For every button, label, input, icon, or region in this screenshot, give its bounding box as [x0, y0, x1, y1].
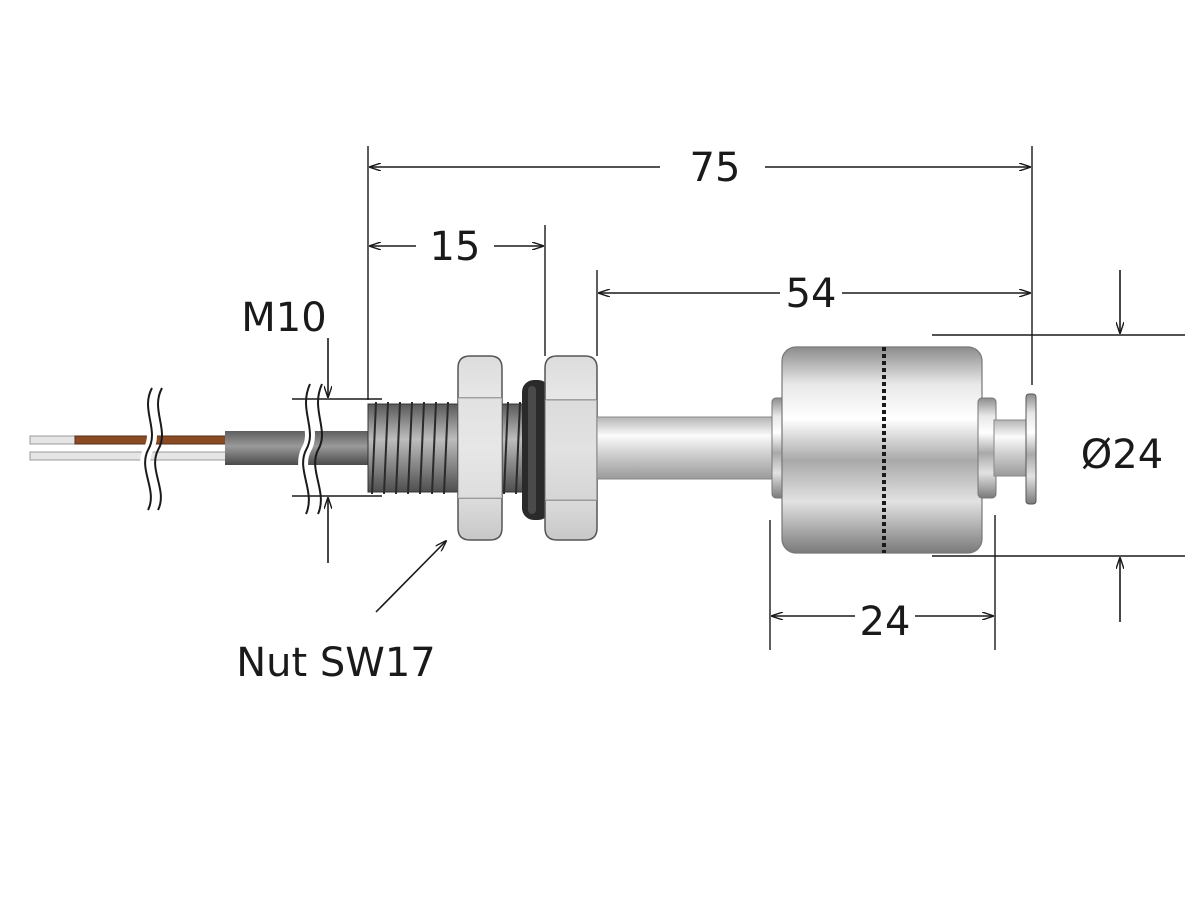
lead-wires: [29, 435, 231, 461]
dimension-15-label: 15: [430, 224, 481, 270]
hex-nut-rear: [544, 355, 598, 541]
dimension-diameter-24-label: Ø24: [1081, 432, 1163, 478]
white-wire: [29, 451, 231, 461]
stem-tube: [596, 416, 778, 480]
dimension-m10-label: M10: [241, 295, 326, 341]
threaded-body: [367, 401, 531, 495]
grey-wire-tip: [29, 435, 76, 445]
dimension-54-label: 54: [786, 271, 837, 317]
dimension-75: 75: [367, 145, 1033, 400]
callout-nut-label: Nut SW17: [236, 640, 436, 686]
dimension-24-length-label: 24: [860, 599, 911, 645]
dimension-24-length: 24: [769, 515, 996, 650]
dimension-54: 54: [596, 270, 1030, 356]
dimension-15: 15: [370, 224, 546, 356]
dimension-75-label: 75: [690, 145, 741, 191]
break-mark-wires: [140, 385, 163, 513]
dimension-diameter-24: Ø24: [932, 270, 1185, 622]
dimension-m10: M10: [241, 295, 382, 563]
hex-nut-front: [457, 355, 503, 541]
float-body: [771, 346, 1037, 554]
callout-nut: Nut SW17: [236, 541, 446, 686]
cable-jacket: [225, 431, 370, 465]
break-mark-cable: [298, 381, 323, 517]
